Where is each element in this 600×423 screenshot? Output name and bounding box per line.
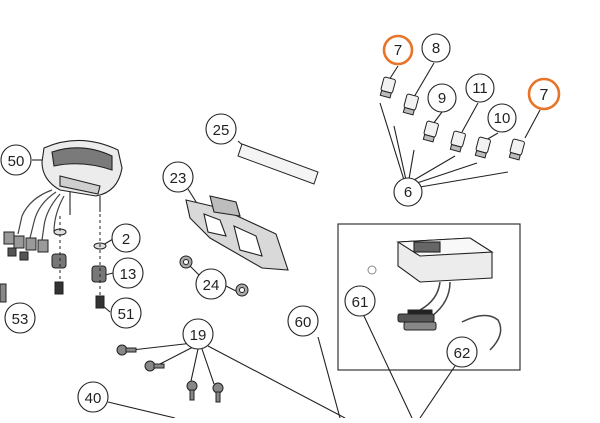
leader-line xyxy=(388,65,399,81)
callout-label: 11 xyxy=(472,80,488,97)
speedometer-part xyxy=(41,139,123,215)
callout-c53: 53 xyxy=(4,302,36,334)
bulb-part xyxy=(449,130,466,153)
leader-line xyxy=(190,348,199,382)
callout-label: 13 xyxy=(120,266,137,283)
callout-label: 50 xyxy=(8,153,25,170)
callout-label: 23 xyxy=(170,170,187,187)
bulb-part xyxy=(508,138,525,161)
cable-part xyxy=(419,281,502,351)
leader-line xyxy=(107,401,176,419)
callout-label: 53 xyxy=(12,311,29,328)
bulb-part xyxy=(402,93,419,116)
callout-c7b: 7 xyxy=(527,77,561,111)
component-box xyxy=(337,223,521,371)
callout-c25: 25 xyxy=(205,113,237,145)
leader-line xyxy=(413,155,456,181)
callout-label: 7 xyxy=(394,42,402,59)
leader-line xyxy=(363,315,413,419)
callout-c9: 9 xyxy=(427,83,457,113)
callout-label: 40 xyxy=(85,390,102,407)
leader-line xyxy=(432,111,443,125)
callout-c11: 11 xyxy=(465,73,495,103)
callout-c10: 10 xyxy=(487,103,517,133)
callout-label: 10 xyxy=(494,110,511,127)
callout-label: 19 xyxy=(190,327,207,344)
callout-label: 25 xyxy=(213,122,230,139)
callout-c6: 6 xyxy=(393,177,423,207)
callout-label: 61 xyxy=(352,294,369,311)
callout-c19: 19 xyxy=(182,318,214,350)
callout-label: 8 xyxy=(432,40,440,57)
leader-line xyxy=(189,265,201,277)
callout-c24: 24 xyxy=(195,268,227,300)
callout-label: 24 xyxy=(203,277,220,294)
bolt-part xyxy=(0,283,7,303)
leader-line xyxy=(419,365,456,419)
bracket-part xyxy=(185,195,289,271)
leader-line xyxy=(317,336,341,419)
bulb-set xyxy=(379,76,525,161)
callout-label: 51 xyxy=(118,306,135,323)
callout-c13: 13 xyxy=(112,257,144,289)
callout-label: 60 xyxy=(295,314,312,331)
callout-c61: 61 xyxy=(344,285,376,317)
leader-line xyxy=(419,171,509,188)
bulb-part xyxy=(474,136,491,159)
leader-line xyxy=(207,345,346,419)
bulb-part xyxy=(422,120,439,143)
callout-label: 7 xyxy=(540,87,549,104)
leader-line xyxy=(201,348,215,385)
leader-line xyxy=(131,342,194,351)
leader-line xyxy=(524,109,541,139)
leader-lines xyxy=(32,62,541,419)
nut-part xyxy=(179,255,249,297)
connector-block-part xyxy=(3,231,49,261)
screw-set-part xyxy=(116,344,224,403)
callout-c23: 23 xyxy=(162,161,194,193)
callout-c8: 8 xyxy=(421,33,451,63)
leader-line xyxy=(416,162,478,184)
callout-label: 6 xyxy=(404,184,412,201)
callout-c51: 51 xyxy=(110,297,142,329)
callout-c62: 62 xyxy=(446,336,478,368)
wiring-harness-part xyxy=(17,189,65,241)
adhesive-strip-part xyxy=(237,143,319,185)
callout-label: 9 xyxy=(438,90,446,107)
callout-c2: 2 xyxy=(111,223,141,253)
control-unit-part xyxy=(396,237,494,283)
callout-label: 62 xyxy=(454,345,471,362)
leader-line xyxy=(159,345,196,365)
callout-c40: 40 xyxy=(77,381,109,413)
leader-line xyxy=(461,102,479,133)
callout-layer: 7 8 9 11 10 7 6 25 xyxy=(0,33,561,413)
callout-c50: 50 xyxy=(0,144,32,176)
leader-line xyxy=(393,125,407,181)
callout-label: 2 xyxy=(122,231,130,248)
leader-line xyxy=(379,102,405,181)
callout-c60: 60 xyxy=(287,305,319,337)
plug-connector-part xyxy=(397,309,437,331)
bulb-part xyxy=(379,76,396,99)
leader-line xyxy=(413,62,435,98)
grommet-part xyxy=(367,265,377,275)
callout-c7a: 7 xyxy=(382,34,414,66)
fastener-stack-part xyxy=(51,214,107,309)
leader-line xyxy=(408,149,415,180)
